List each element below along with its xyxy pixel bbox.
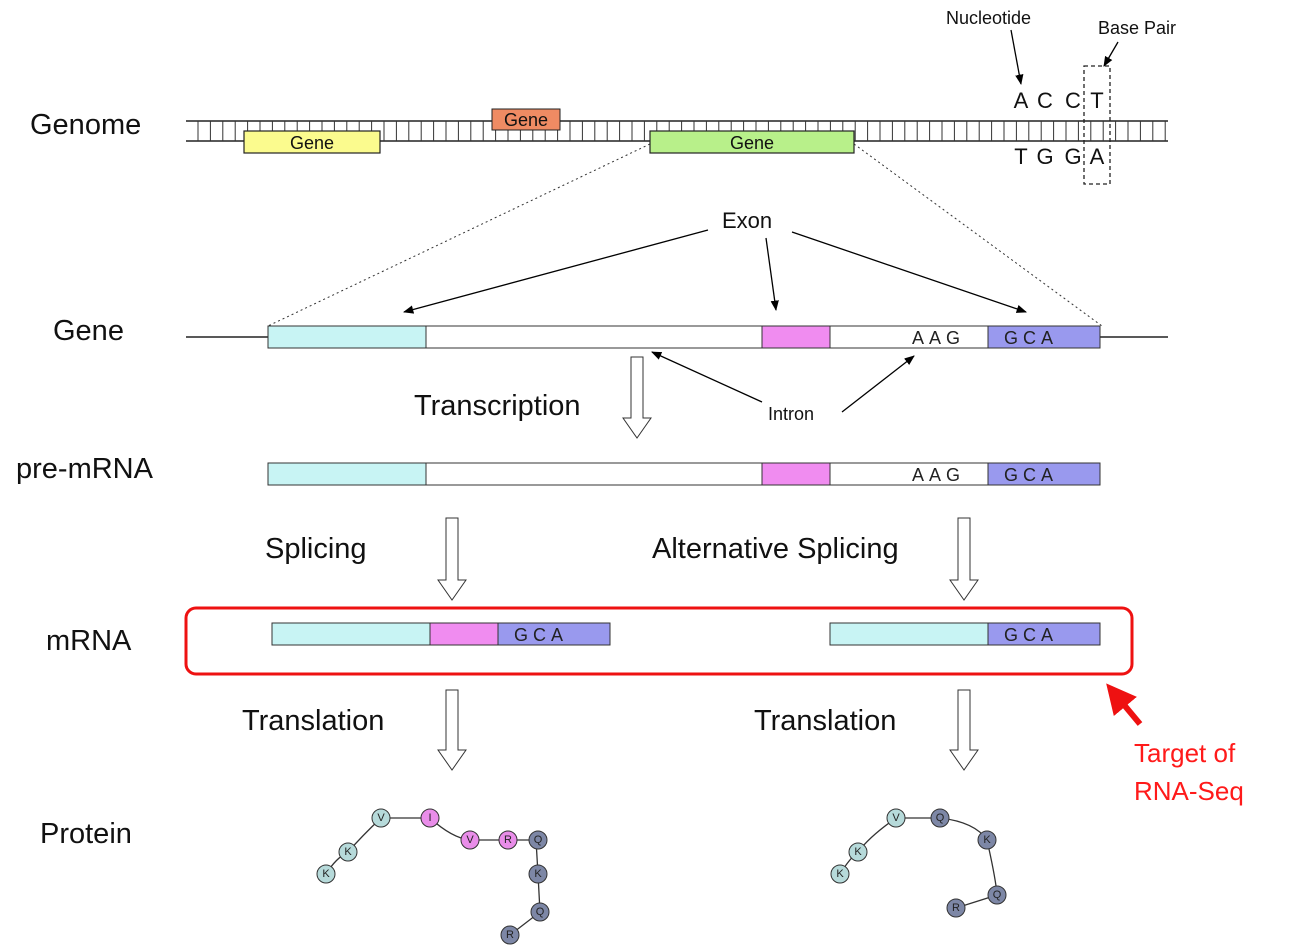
mrna-variant-2: GCA [829, 622, 1101, 646]
genome-gene-yellow-label: Gene [290, 133, 334, 153]
amino-acid-letter: K [322, 868, 330, 880]
bottom-base: T [1014, 144, 1027, 169]
label-transcription: Transcription [414, 390, 581, 422]
intron-arrow-1 [651, 351, 763, 403]
pre-mrna-gca: GCA [1004, 465, 1058, 485]
rna-seq-highlight-box [184, 606, 1134, 676]
amino-acid-bead [420, 808, 440, 828]
amino-acid-bead [987, 885, 1007, 905]
base-pair-box [1083, 65, 1111, 185]
amino-acid-letter: V [377, 812, 385, 824]
amino-acid-bead [316, 864, 336, 884]
label-splicing: Splicing [265, 533, 367, 565]
label-intron: Intron [768, 404, 814, 424]
bottom-strand: T G G A [1014, 144, 1104, 169]
top-base: C [1065, 88, 1081, 113]
amino-acid-bead [500, 925, 520, 945]
intron-arrow-2 [841, 355, 915, 413]
label-alternative-splicing: Alternative Splicing [652, 533, 899, 565]
exon-arrow-2 [765, 237, 779, 312]
zoom-line-left [267, 143, 651, 327]
amino-acid-bead [530, 902, 550, 922]
amino-acid-bead [498, 830, 518, 850]
gene-aag: AAG [912, 328, 965, 348]
exon-arrow-1 [402, 229, 709, 314]
amino-acid-bead [528, 830, 548, 850]
gene-gca: GCA [1004, 328, 1058, 348]
base-pair-arrow [1103, 41, 1119, 67]
amino-acid-bead [830, 864, 850, 884]
label-translation-right: Translation [754, 705, 896, 737]
mrna-variant-1: GCA [271, 622, 611, 646]
label-gene: Gene [53, 315, 124, 347]
label-target-line2: RNA-Seq [1134, 776, 1244, 806]
genome-gene-orange: Gene [491, 108, 561, 131]
amino-acid-bead [338, 842, 358, 862]
genome-gene-yellow: Gene [243, 130, 381, 154]
top-base: C [1037, 88, 1053, 113]
label-translation-left: Translation [242, 705, 384, 737]
amino-acid-letter: Q [536, 906, 545, 918]
splicing-arrow [437, 517, 467, 601]
transcription-arrow [622, 356, 652, 439]
label-exon: Exon [722, 208, 772, 233]
gene-structure: AAG GCA [186, 325, 1168, 349]
label-genome: Genome [30, 109, 141, 141]
amino-acid-letter: K [344, 846, 352, 858]
amino-acid-letter: Q [534, 834, 543, 846]
amino-acid-letter: K [836, 868, 844, 880]
amino-acid-letter: K [854, 846, 862, 858]
translation-arrow-right [949, 689, 979, 771]
mrna1-gca: GCA [514, 625, 568, 645]
pre-mrna-structure: AAG GCA [267, 462, 1101, 486]
nucleotide-arrow [1010, 29, 1024, 86]
translation-arrow-left [437, 689, 467, 771]
amino-acid-letter: K [534, 868, 542, 880]
genome-gene-green-label: Gene [730, 133, 774, 153]
bottom-base: G [1036, 144, 1053, 169]
label-nucleotide: Nucleotide [946, 8, 1031, 28]
top-base: T [1090, 88, 1103, 113]
label-pre-mrna: pre-mRNA [16, 453, 154, 485]
target-arrow [1106, 683, 1143, 726]
label-mrna: mRNA [46, 625, 132, 657]
mrna2-gca: GCA [1004, 625, 1058, 645]
pre-mrna-aag: AAG [912, 465, 965, 485]
amino-acid-bead [460, 830, 480, 850]
amino-acid-letter: R [506, 929, 514, 941]
alternative-splicing-arrow [949, 517, 979, 601]
protein-left: K K V I V R Q K Q R [316, 808, 550, 945]
amino-acid-letter: V [892, 812, 900, 824]
amino-acid-letter: I [428, 812, 431, 824]
amino-acid-letter: Q [936, 812, 945, 824]
top-strand: A C C T [1014, 88, 1104, 113]
amino-acid-letter: K [983, 834, 991, 846]
top-base: A [1014, 88, 1029, 113]
label-target-line1: Target of [1134, 738, 1236, 768]
label-protein: Protein [40, 818, 132, 850]
amino-acid-bead [886, 808, 906, 828]
genome-gene-green: Gene [649, 130, 855, 154]
amino-acid-bead [848, 842, 868, 862]
zoom-line-right [853, 143, 1103, 327]
amino-acid-letter: R [504, 834, 512, 846]
bottom-base: G [1064, 144, 1081, 169]
amino-acid-bead [528, 864, 548, 884]
label-base-pair: Base Pair [1098, 18, 1176, 38]
bottom-base: A [1090, 144, 1105, 169]
amino-acid-letter: R [952, 902, 960, 914]
amino-acid-letter: Q [993, 889, 1002, 901]
amino-acid-bead [977, 830, 997, 850]
amino-acid-bead [371, 808, 391, 828]
amino-acid-letter: V [466, 834, 474, 846]
amino-acid-bead [946, 898, 966, 918]
genome-gene-orange-label: Gene [504, 110, 548, 130]
exon-arrow-3 [791, 231, 1027, 313]
amino-acid-bead [930, 808, 950, 828]
